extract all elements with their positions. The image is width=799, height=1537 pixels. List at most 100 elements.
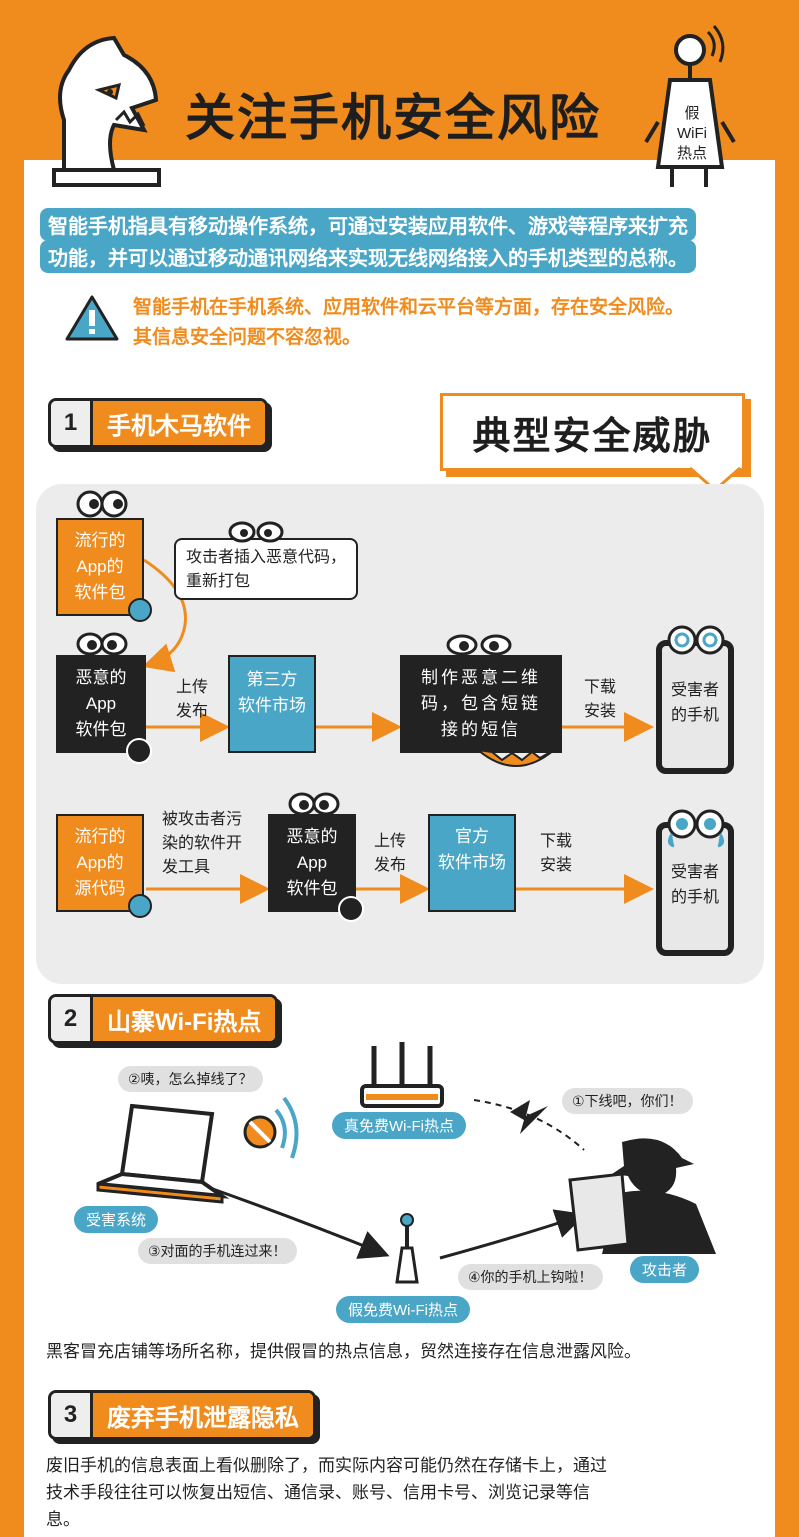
edge-line: 下载 xyxy=(540,833,573,850)
speech-disconnected: ②咦，怎么掉线了？ xyxy=(118,1066,263,1092)
edge-line: 安装 xyxy=(584,703,617,720)
box-line: 码，包含短链 xyxy=(421,694,541,713)
mascot-tag-line: 假 xyxy=(684,105,700,122)
mascot-tag-line: 热点 xyxy=(676,145,707,162)
box-line: 第三方 xyxy=(246,670,298,689)
speech-hooked: ④你的手机上钩啦！ xyxy=(458,1264,603,1290)
laptop-icon xyxy=(96,1103,230,1204)
malicious-app-package-box: 恶意的 App 软件包 xyxy=(56,655,146,753)
attacker-callout: 攻击者插入恶意代码， 重新打包 xyxy=(174,538,358,600)
edge-line: 发布 xyxy=(374,857,407,874)
warning-icon xyxy=(65,295,119,341)
malicious-qr-sms-box: 制作恶意二维码，包含短链接的短信 xyxy=(400,655,562,753)
angry-eyes-icon xyxy=(288,792,340,816)
section-3-number: 3 xyxy=(51,1393,93,1437)
box-line: App的 xyxy=(76,557,124,576)
section-1-label: 手机木马软件 xyxy=(93,401,265,445)
official-market-box: 官方软件市场 xyxy=(428,814,516,912)
box-line: 流行的 xyxy=(74,827,126,846)
section-2-label: 山寨Wi-Fi热点 xyxy=(93,997,276,1041)
mascot-tag-line: WiFi xyxy=(677,125,707,142)
section-1-number: 1 xyxy=(51,401,93,445)
box-line: 接的短信 xyxy=(441,720,521,739)
malicious-app-package-box-2: 恶意的 App 软件包 xyxy=(268,814,356,912)
speech-connect-phone: ③对面的手机连过来！ xyxy=(138,1238,297,1264)
section-2-header: 2 山寨Wi-Fi热点 xyxy=(48,994,279,1044)
smile-face-icon xyxy=(128,598,152,622)
edge-line: 上传 xyxy=(176,679,209,696)
page-title: 关注手机安全风险 xyxy=(185,90,601,146)
speech-go-offline: ①下线吧，你们！ xyxy=(562,1088,693,1114)
box-line: 恶意的 xyxy=(75,668,127,687)
edge-line: 安装 xyxy=(540,857,573,874)
phone-line: 的手机 xyxy=(670,889,719,906)
section-2-description: 黑客冒充店铺等场所名称，提供假冒的热点信息，贸然连接存在信息泄露风险。 xyxy=(46,1342,641,1361)
edge-line: 发布 xyxy=(176,703,209,720)
box-line: 软件包 xyxy=(74,583,126,602)
real-hotspot-label: 真免费Wi-Fi热点 xyxy=(332,1112,466,1139)
threat-banner: 典型安全威胁 xyxy=(440,393,745,471)
eyes-icon xyxy=(76,490,128,518)
smile-face-icon xyxy=(128,894,152,918)
edge-upload-label-2: 上传发布 xyxy=(374,830,406,878)
warning-line-2: 其信息安全问题不容忽视。 xyxy=(133,327,362,348)
fake-wifi-mascot-icon xyxy=(644,25,736,187)
para-line: 废旧手机的信息表面上看似删除了，而实际内容可能仍然在存储卡上，通过 xyxy=(46,1456,607,1475)
callout-line: 攻击者插入恶意代码， xyxy=(186,549,347,566)
victim-phone-1: 受害者的手机 xyxy=(656,640,734,774)
phone-line: 受害者 xyxy=(670,864,719,881)
section-3-label: 废弃手机泄露隐私 xyxy=(93,1393,313,1437)
edge-line: 下载 xyxy=(584,679,617,696)
edge-line: 被攻击者污 xyxy=(162,811,243,828)
section-3-description: 废旧手机的信息表面上看似删除了，而实际内容可能仍然在存储卡上，通过 技术手段往往… xyxy=(46,1452,607,1533)
angry-eyes-icon xyxy=(446,634,512,656)
box-line: 软件包 xyxy=(286,879,338,898)
attacker-label: 攻击者 xyxy=(630,1256,700,1283)
section-3-header: 3 废弃手机泄露隐私 xyxy=(48,1390,316,1440)
fake-router-icon xyxy=(395,1213,419,1284)
monster-mouth-icon xyxy=(474,748,555,767)
box-line: 恶意的 xyxy=(286,827,338,846)
attack-arrows xyxy=(209,1099,586,1260)
box-line: 流行的 xyxy=(74,531,126,550)
popular-app-package-box: 流行的 App的软件包 xyxy=(56,518,144,616)
box-line: 软件包 xyxy=(75,720,127,739)
third-party-market-box: 第三方软件市场 xyxy=(228,655,316,753)
box-line: 软件市场 xyxy=(238,696,306,715)
no-signal-icon xyxy=(243,1096,299,1159)
angry-eyes-icon xyxy=(76,632,128,656)
edge-download-label-2: 下载安装 xyxy=(540,830,572,878)
box-line: App xyxy=(85,694,117,713)
victim-system-label: 受害系统 xyxy=(74,1206,159,1233)
hacker-icon xyxy=(568,1138,716,1254)
section-1-header: 1 手机木马软件 xyxy=(48,398,268,448)
edge-line: 上传 xyxy=(374,833,407,850)
real-router-icon xyxy=(360,1042,444,1108)
phone-line: 的手机 xyxy=(670,707,719,724)
angry-eyes-icon xyxy=(228,521,284,543)
para-line: 息。 xyxy=(46,1510,80,1529)
box-line: App xyxy=(296,853,328,872)
edge-line: 发工具 xyxy=(162,859,211,876)
callout-line: 重新打包 xyxy=(186,573,251,590)
box-line: 官方 xyxy=(455,827,489,846)
popular-app-source-box: 流行的 App的源代码 xyxy=(56,814,144,912)
dragon-mascot-icon xyxy=(52,35,161,187)
evil-face-icon xyxy=(338,896,364,922)
edge-polluted-tools-label: 被攻击者污染的软件开发工具 xyxy=(162,808,242,880)
para-line: 技术手段往往可以恢复出短信、通信录、账号、信用卡号、浏览记录等信 xyxy=(46,1483,590,1502)
intro-line-1: 智能手机指具有移动操作系统，可通过安装应用软件、游戏等程序来扩充 xyxy=(40,208,696,241)
crying-eyes-icon xyxy=(667,809,725,848)
intro-line-2: 功能，并可以通过移动通讯网络来实现无线网络接入的手机类型的总称。 xyxy=(40,240,696,273)
edge-line: 染的软件开 xyxy=(162,835,243,852)
box-line: App的 xyxy=(76,853,124,872)
box-line: 软件市场 xyxy=(438,853,506,872)
fake-hotspot-label: 假免费Wi-Fi热点 xyxy=(336,1296,470,1323)
dizzy-eyes-icon xyxy=(667,625,725,655)
phone-line: 受害者 xyxy=(670,682,719,699)
section-2-number: 2 xyxy=(51,997,93,1041)
flow-arrows xyxy=(142,558,654,904)
edge-upload-label: 上传发布 xyxy=(176,676,208,724)
box-line: 源代码 xyxy=(74,879,126,898)
warning-line-1: 智能手机在手机系统、应用软件和云平台等方面，存在安全风险。 xyxy=(133,297,685,318)
